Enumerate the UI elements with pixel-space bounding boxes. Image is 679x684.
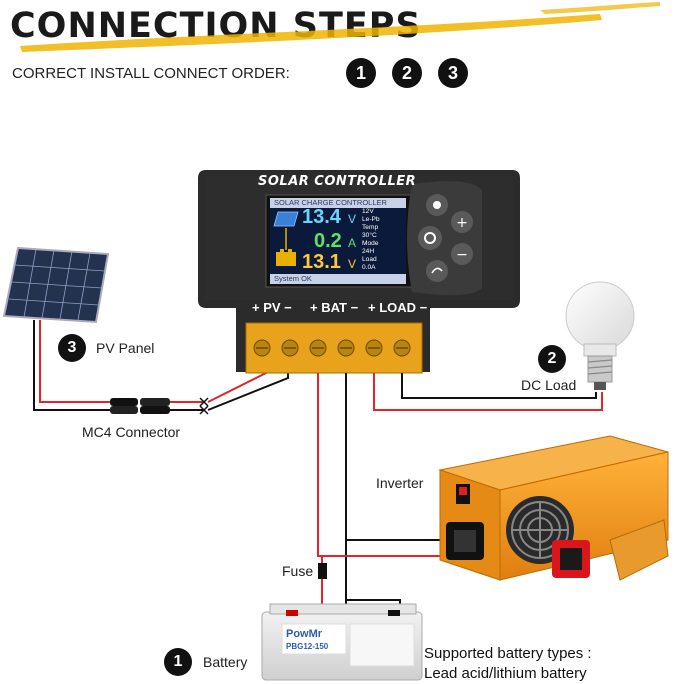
svg-text:+: + — [456, 215, 468, 231]
lcd-side-line: 30°C — [362, 232, 377, 239]
terminal-label-pv: + PV − — [252, 300, 292, 315]
battery-brand: PowMr — [286, 628, 323, 640]
lcd-battery-voltage: 13.1 — [302, 251, 341, 273]
dc-load-label: DC Load — [521, 377, 577, 393]
lcd-side-info: 12V Le-Pb Temp 30°C Mode 24H Load 0.0A — [362, 208, 402, 272]
lcd-side-line: Temp — [362, 224, 379, 231]
battery-step-badge: 1 — [164, 648, 192, 676]
pv-step-badge: 3 — [58, 334, 86, 362]
lcd-pv-voltage: 13.4 — [302, 206, 341, 228]
lcd-side-line: Mode — [362, 240, 379, 247]
accent-stroke — [20, 2, 660, 52]
install-order-text: CORRECT INSTALL CONNECT ORDER: — [12, 65, 290, 82]
battery — [261, 603, 423, 681]
fuse-label: Fuse — [282, 563, 314, 579]
dc-load-bulb — [565, 281, 635, 390]
battery-label: Battery — [203, 654, 248, 670]
order-step-2: 2 — [392, 58, 422, 88]
lcd-battery-unit: V — [348, 257, 357, 271]
fuse — [318, 563, 327, 579]
lcd-current-unit: A — [348, 236, 357, 250]
controller-body: + − — [198, 170, 520, 372]
pv-panel — [2, 246, 110, 324]
lcd-side-line: Le-Pb — [362, 216, 380, 223]
pv-wires — [33, 320, 205, 411]
controller-name: SOLAR CONTROLLER — [258, 174, 417, 189]
inverter-label: Inverter — [376, 475, 424, 491]
battery-model: PBG12-150 — [286, 642, 329, 651]
svg-text:−: − — [456, 247, 468, 263]
load-wires — [373, 373, 603, 411]
battery-types-text: Lead acid/lithium battery — [424, 665, 587, 682]
inverter — [438, 435, 669, 581]
lcd-status: System OK — [274, 274, 312, 283]
lcd-side-line: Load — [362, 256, 377, 263]
lcd-side-line: 24H — [362, 248, 375, 255]
battery-types-heading: Supported battery types : — [424, 645, 592, 662]
lcd-side-line: 0.0A — [362, 264, 376, 271]
lcd-current: 0.2 — [314, 230, 342, 252]
load-step-badge: 2 — [538, 345, 566, 373]
lcd-pv-unit: V — [348, 212, 357, 226]
order-step-3: 3 — [438, 58, 468, 88]
terminal-label-battery: + BAT − — [310, 300, 359, 315]
lcd-header: SOLAR CHARGE CONTROLLER — [274, 198, 387, 207]
lcd-side-line: 12V — [362, 208, 374, 215]
order-step-1: 1 — [346, 58, 376, 88]
mc4-label: MC4 Connector — [82, 424, 181, 440]
terminal-block — [245, 322, 423, 374]
terminal-label-load: + LOAD − — [368, 300, 428, 315]
pv-panel-label: PV Panel — [96, 340, 155, 356]
mc4-connectors — [110, 398, 170, 414]
